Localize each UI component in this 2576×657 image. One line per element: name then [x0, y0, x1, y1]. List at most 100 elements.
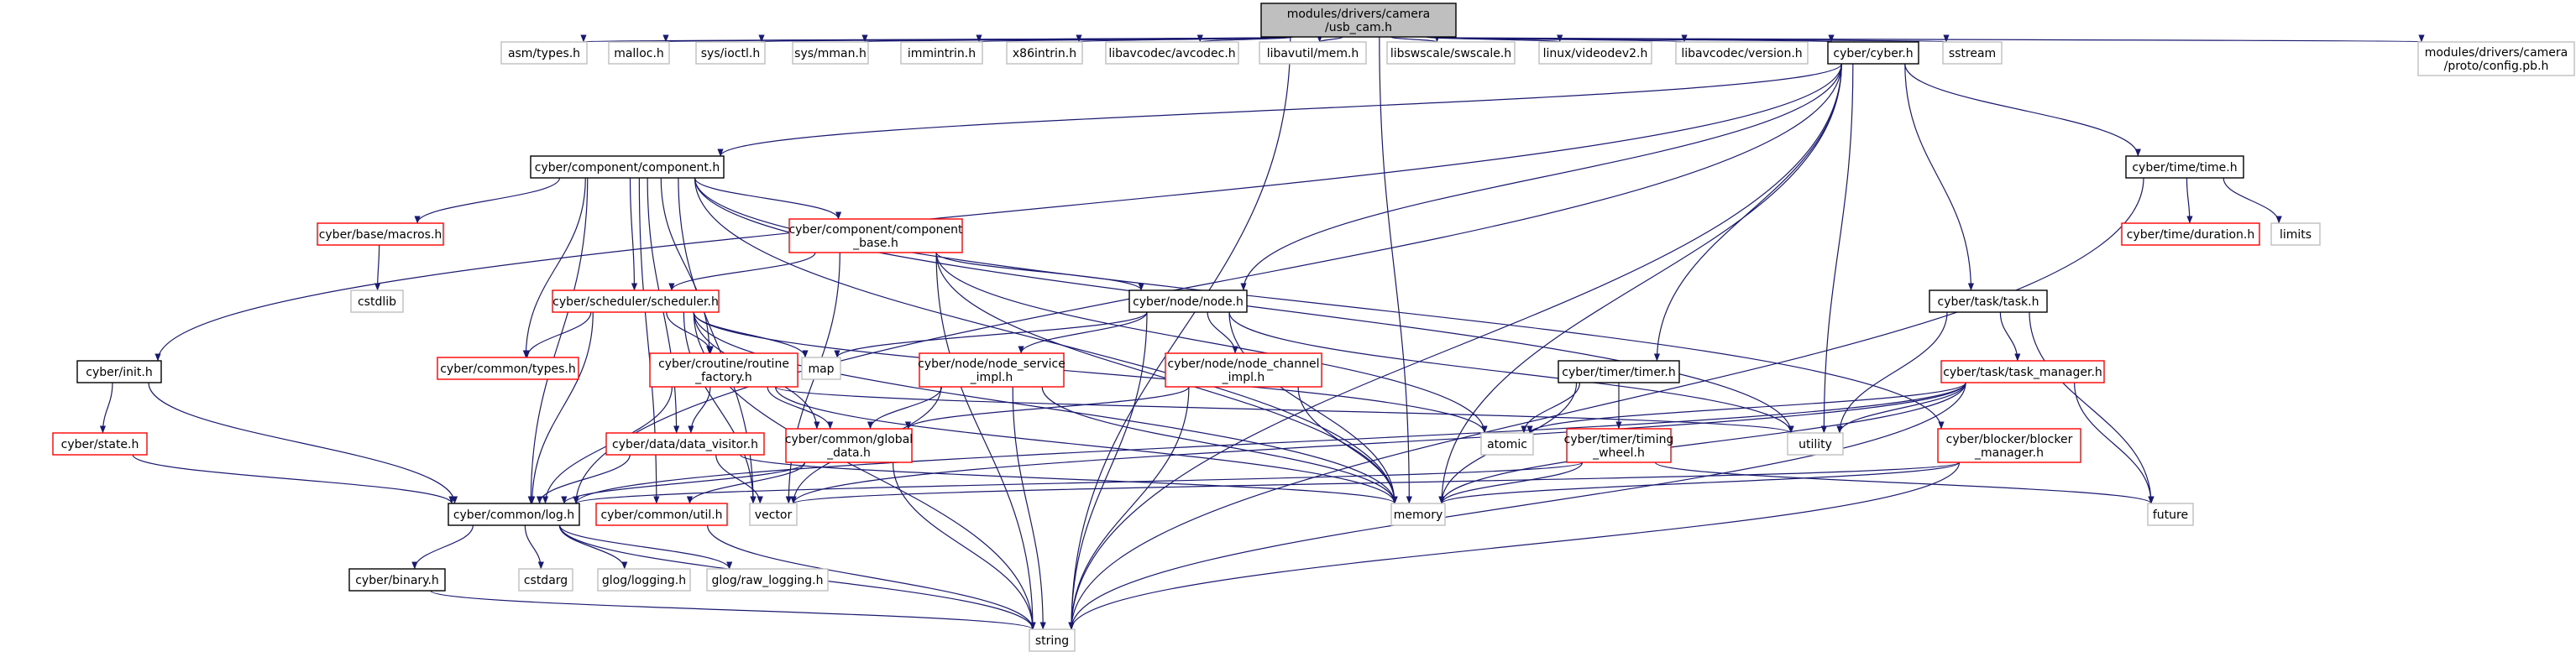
edge-task-to-utility [1836, 311, 1948, 434]
node-cyber-cyber[interactable]: cyber/cyber.h [1827, 41, 1919, 65]
edge-root-to-memory [1379, 36, 1412, 504]
node-label: /proto/config.pb.h [2444, 60, 2549, 73]
node-timer[interactable]: cyber/timer/timer.h [1558, 360, 1680, 383]
node-label: libavcodec/avcodec.h [1108, 47, 1235, 60]
node-label: cyber/task/task_manager.h [1943, 366, 2102, 379]
node-label: asm/types.h [508, 47, 580, 60]
edge-routine-factory-to-utility [775, 386, 1794, 434]
node-label: future [2153, 508, 2188, 522]
edge-root-to-avutil-mem [1317, 34, 1343, 43]
node-node-channel-impl[interactable]: cyber/node/node_channel_impl.h [1165, 352, 1322, 388]
node-box [500, 41, 588, 65]
edge-blocker-manager-to-memory [1438, 461, 1961, 504]
node-timing-wheel[interactable]: cyber/timer/timing_wheel.h [1564, 428, 1674, 463]
node-label: _factory.h [694, 371, 752, 384]
node-state[interactable]: cyber/state.h [52, 432, 148, 456]
node-component-base[interactable]: cyber/component/component_base.h [788, 218, 963, 253]
edge-cyber-cyber-to-utility [1820, 63, 1854, 434]
node-node-service-impl[interactable]: cyber/node/node_service_impl.h [918, 352, 1065, 388]
node-node[interactable]: cyber/node/node.h [1128, 289, 1248, 313]
node-duration[interactable]: cyber/time/duration.h [2121, 222, 2260, 246]
node-label: _impl.h [1222, 371, 1265, 384]
node-routine-factory[interactable]: cyber/croutine/routine_factory.h [649, 352, 798, 388]
node-label: cyber/cyber.h [1833, 47, 1913, 60]
node-box [1029, 628, 1076, 652]
edge-root-to-string [1068, 36, 1291, 630]
node-label: cyber/timer/timer.h [1562, 366, 1675, 379]
node-global-data[interactable]: cyber/common/global_data.h [785, 428, 913, 463]
node-box [1259, 41, 1367, 65]
node-label: _data.h [826, 446, 871, 460]
edge-node-to-string [1068, 311, 1148, 630]
node-utility: utility [1787, 432, 1844, 456]
node-data-visitor[interactable]: cyber/data/data_visitor.h [605, 432, 765, 456]
node-label: cyber/common/log.h [453, 508, 574, 522]
node-label: sys/ioctl.h [701, 47, 760, 60]
node-box [1929, 289, 2048, 313]
edge-component-to-macros [414, 177, 561, 224]
edge-root-to-x86intrin [1076, 34, 1291, 43]
edge-scheduler-to-atomic [693, 311, 1488, 434]
node-label: glog/raw_logging.h [712, 574, 824, 587]
node-types[interactable]: cyber/common/types.h [437, 357, 579, 380]
edge-task-manager-to-log [573, 382, 1966, 504]
node-atomic: atomic [1480, 432, 1534, 456]
node-box [788, 218, 963, 253]
edge-component-base-to-scheduler [668, 252, 816, 291]
node-label: memory [1394, 508, 1443, 522]
edge-binary-to-string [430, 590, 1036, 630]
node-box [900, 41, 983, 65]
node-box [1386, 41, 1516, 65]
node-box [348, 568, 446, 592]
node-box [530, 155, 725, 179]
node-box [1787, 432, 1844, 456]
node-component[interactable]: cyber/component/component.h [530, 155, 725, 179]
node-util[interactable]: cyber/common/util.h [595, 503, 728, 526]
node-box [919, 352, 1065, 388]
edge-scheduler-to-routine-factory [666, 311, 714, 354]
node-blocker-manager[interactable]: cyber/blocker/blocker_manager.h [1937, 428, 2081, 463]
node-x86intrin: x86intrin.h [1006, 41, 1083, 65]
node-box [1566, 428, 1672, 463]
node-label: cyber/base/macros.h [319, 228, 442, 242]
node-label: glog/logging.h [602, 574, 686, 587]
node-label: immintrin.h [908, 47, 976, 60]
node-box [1538, 41, 1652, 65]
edge-global-data-to-util [686, 461, 806, 504]
node-binary[interactable]: cyber/binary.h [348, 568, 446, 592]
edge-time-to-limits [2223, 177, 2282, 224]
node-label: cyber/common/util.h [600, 508, 722, 522]
node-task[interactable]: cyber/task/task.h [1929, 289, 2048, 313]
edge-time-to-string [1068, 177, 2144, 630]
edge-task-to-future [2029, 311, 2155, 504]
node-label: cyber/node/node_channel [1168, 357, 1320, 371]
node-box [706, 568, 829, 592]
node-config-pb: modules/drivers/camera/proto/config.pb.h [2417, 41, 2575, 76]
node-label: cyber/scheduler/scheduler.h [552, 295, 719, 309]
node-glog-raw: glog/raw_logging.h [706, 568, 829, 592]
node-limits: limits [2270, 222, 2321, 246]
node-log[interactable]: cyber/common/log.h [448, 503, 580, 526]
edge-log-to-cstdarg [524, 524, 544, 570]
node-init[interactable]: cyber/init.h [76, 360, 162, 383]
node-scheduler[interactable]: cyber/scheduler/scheduler.h [552, 289, 720, 313]
node-box [448, 503, 580, 526]
node-immintrin: immintrin.h [900, 41, 983, 65]
node-time[interactable]: cyber/time/time.h [2125, 155, 2244, 179]
node-label: cyber/croutine/routine [658, 357, 789, 371]
node-vector: vector [749, 503, 798, 526]
node-box [2147, 503, 2194, 526]
edge-data-visitor-to-memory [740, 454, 1398, 504]
node-box [1940, 360, 2105, 383]
edge-cyber-cyber-to-time [1904, 63, 2141, 157]
node-box [76, 360, 162, 383]
node-avcodec: libavcodec/avcodec.h [1105, 41, 1239, 65]
node-map: map [801, 357, 841, 380]
edge-node-channel-impl-to-string [1068, 386, 1190, 630]
node-macros[interactable]: cyber/base/macros.h [317, 222, 444, 246]
node-box [597, 568, 691, 592]
nodes: modules/drivers/camera/usb_cam.hasm/type… [52, 3, 2575, 652]
node-label: /usb_cam.h [1325, 21, 1392, 34]
edge-timer-to-atomic [1521, 382, 1581, 434]
node-task-manager[interactable]: cyber/task/task_manager.h [1940, 360, 2105, 383]
